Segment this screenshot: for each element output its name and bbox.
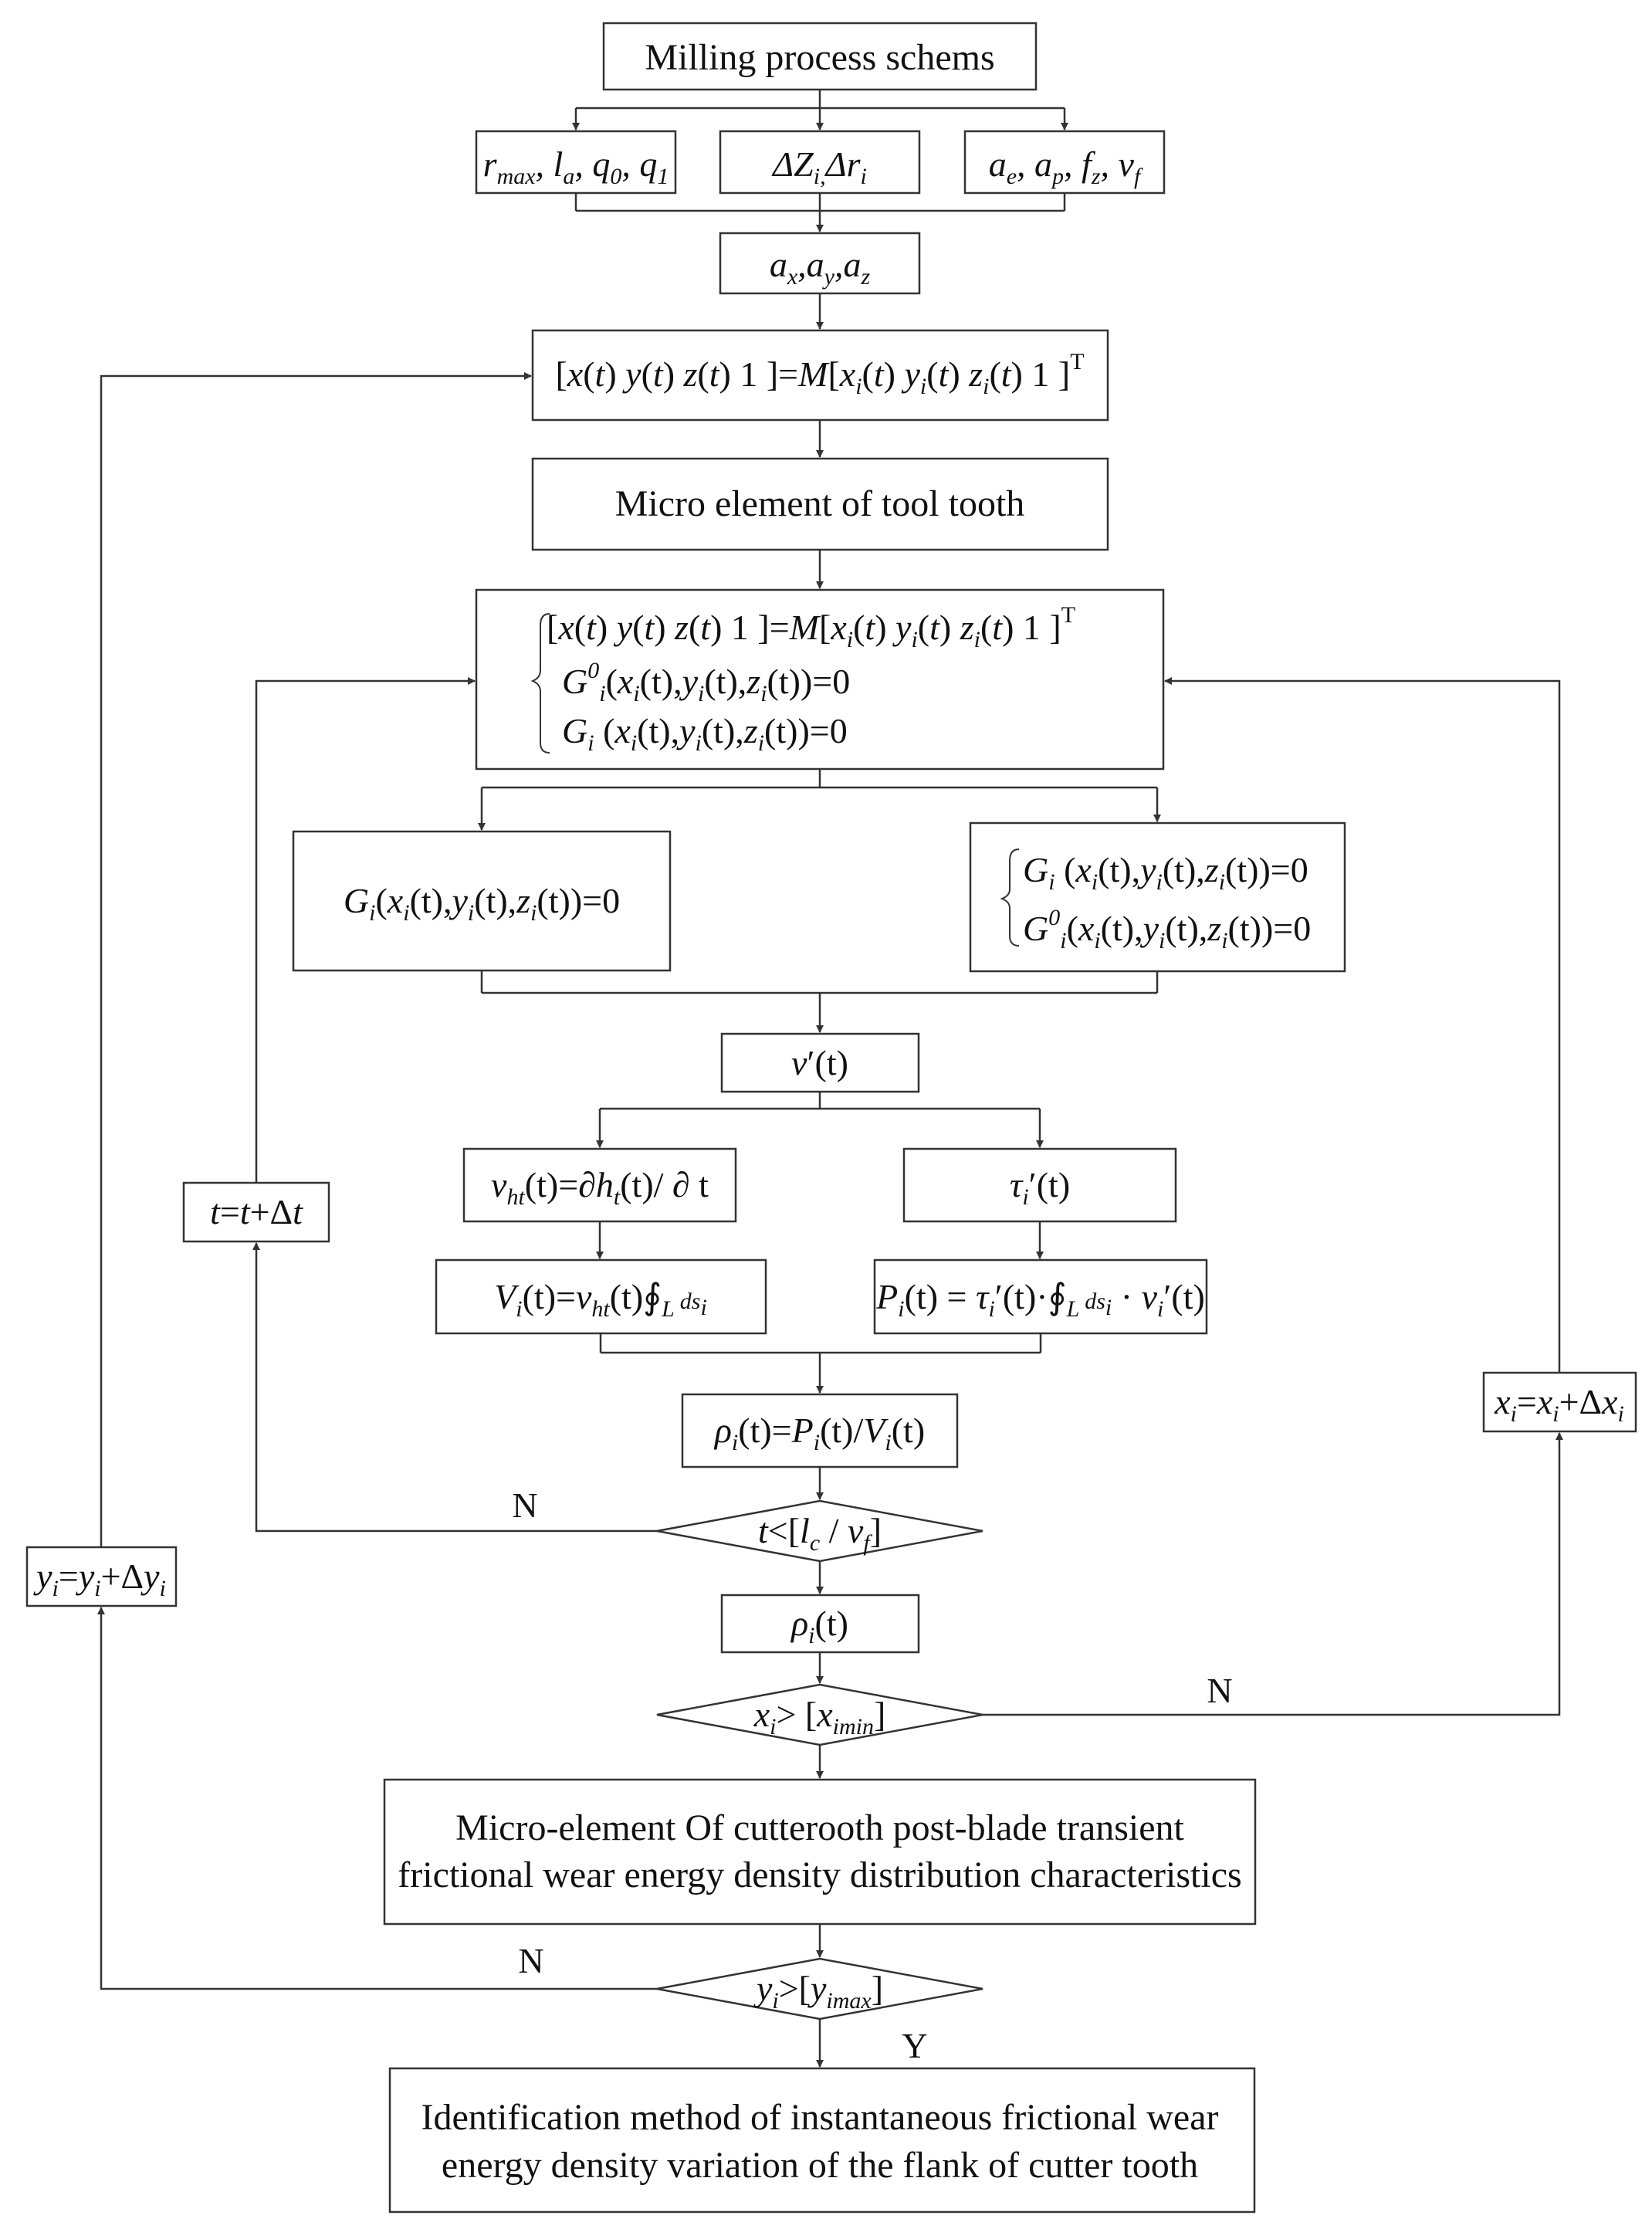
- micro-char-line2-text: frictional wear energy density distribut…: [398, 1855, 1241, 1895]
- node-params-right: ae, ap, fz, vf: [963, 130, 1166, 195]
- power-text: Pi(t) = τi′(t)·∮L dsi · vi′(t): [875, 1277, 1205, 1322]
- node-accel: ax,ay,az: [719, 232, 921, 295]
- micro-char-line1-text: Micro-element Of cutterooth post-blade t…: [455, 1807, 1184, 1848]
- identification-line1-text: Identification method of instantaneous f…: [421, 2097, 1219, 2138]
- decision-x: xi> [ximin]: [656, 1683, 983, 1746]
- node-micro-element: Micro element of tool tooth: [531, 457, 1109, 551]
- node-density: ρi(t)=Pi(t)/Vi(t): [681, 1393, 959, 1468]
- node-left-eq: Gi(xi(t),yi(t),zi(t))=0: [292, 830, 672, 972]
- node-update-t: t=t+Δt: [182, 1181, 330, 1243]
- node-velocity: v′(t): [720, 1032, 920, 1093]
- decision-y: yi>[yimax]: [656, 1957, 983, 2021]
- node-params-left: rmax, la, q0, q1: [475, 130, 677, 195]
- update-y-text: yi=yi+Δyi: [33, 1556, 166, 1601]
- node-density-out: ρi(t): [720, 1594, 920, 1654]
- left-eq-text: Gi(xi(t),yi(t),zi(t))=0: [344, 881, 620, 926]
- node-power: Pi(t) = τi′(t)·∮L dsi · vi′(t): [873, 1258, 1208, 1335]
- identification-line2-text: energy density variation of the flank of…: [442, 2145, 1198, 2186]
- no-label-x: N: [1207, 1671, 1232, 1710]
- node-volume: Vi(t)=vht(t)∮L dsi: [435, 1258, 767, 1335]
- node-milling-schemes: Milling process schems: [602, 22, 1038, 91]
- node-transform: [x(t) y(t) z(t) 1 ]=M[xi(t) yi(t) zi(t) …: [531, 329, 1109, 422]
- node-system: [x(t) y(t) z(t) 1 ]=M[xi(t) yi(t) zi(t) …: [475, 588, 1165, 771]
- micro-element-text: Micro element of tool tooth: [615, 483, 1025, 524]
- params-left-text: rmax, la, q0, q1: [483, 144, 669, 189]
- no-label-t: N: [512, 1485, 537, 1525]
- right-eq2-text: G0i(xi(t),yi(t),zi(t))=0: [1023, 905, 1311, 954]
- cond-x-text: xi> [ximin]: [753, 1695, 886, 1739]
- right-eq1-text: Gi (xi(t),yi(t),zi(t))=0: [1023, 850, 1308, 895]
- node-identification: Identification method of instantaneous f…: [388, 2067, 1256, 2214]
- volume-text: Vi(t)=vht(t)∮L dsi: [494, 1277, 707, 1322]
- density-out-text: ρi(t): [790, 1604, 848, 1648]
- update-t-text: t=t+Δt: [210, 1192, 303, 1231]
- params-mid-text: ΔZi,Δri: [771, 144, 867, 189]
- node-update-x: xi=xi+Δxi: [1482, 1371, 1637, 1433]
- node-tau: τi′(t): [902, 1147, 1177, 1223]
- cond-y-text: yi>[yimax]: [753, 1969, 883, 2014]
- no-label-y: N: [518, 1941, 543, 1980]
- velocity-text: v′(t): [791, 1043, 848, 1082]
- vht-text: vht(t)=∂ht(t)/ ∂ t: [491, 1165, 709, 1210]
- tau-text: τi′(t): [1010, 1165, 1070, 1210]
- accel-text: ax,ay,az: [770, 245, 871, 290]
- update-x-text: xi=xi+Δxi: [1494, 1382, 1624, 1427]
- node-vht: vht(t)=∂ht(t)/ ∂ t: [462, 1147, 737, 1223]
- system-eq3-text: Gi (xi(t),yi(t),zi(t))=0: [562, 711, 848, 756]
- node-update-y: yi=yi+Δyi: [25, 1546, 178, 1607]
- density-text: ρi(t)=Pi(t)/Vi(t): [713, 1411, 925, 1455]
- node-right-eq: Gi (xi(t),yi(t),zi(t))=0 G0i(xi(t),yi(t)…: [969, 821, 1346, 973]
- transform-text: [x(t) y(t) z(t) 1 ]=M[xi(t) yi(t) zi(t) …: [555, 349, 1084, 399]
- cond-t-text: t<[lc / vf]: [758, 1511, 882, 1556]
- yes-label-y: Y: [902, 2026, 927, 2065]
- milling-schemes-text: Milling process schems: [645, 37, 994, 78]
- system-eq1-text: [x(t) y(t) z(t) 1 ]=M[xi(t) yi(t) zi(t) …: [547, 602, 1075, 652]
- node-params-mid: ΔZi,Δri: [719, 130, 921, 195]
- connectors: [97, 90, 1563, 2068]
- node-micro-characteristics: Micro-element Of cutterooth post-blade t…: [383, 1778, 1257, 1926]
- decision-t: t<[lc / vf]: [656, 1499, 983, 1563]
- system-eq2-text: G0i(xi(t),yi(t),zi(t))=0: [562, 658, 850, 706]
